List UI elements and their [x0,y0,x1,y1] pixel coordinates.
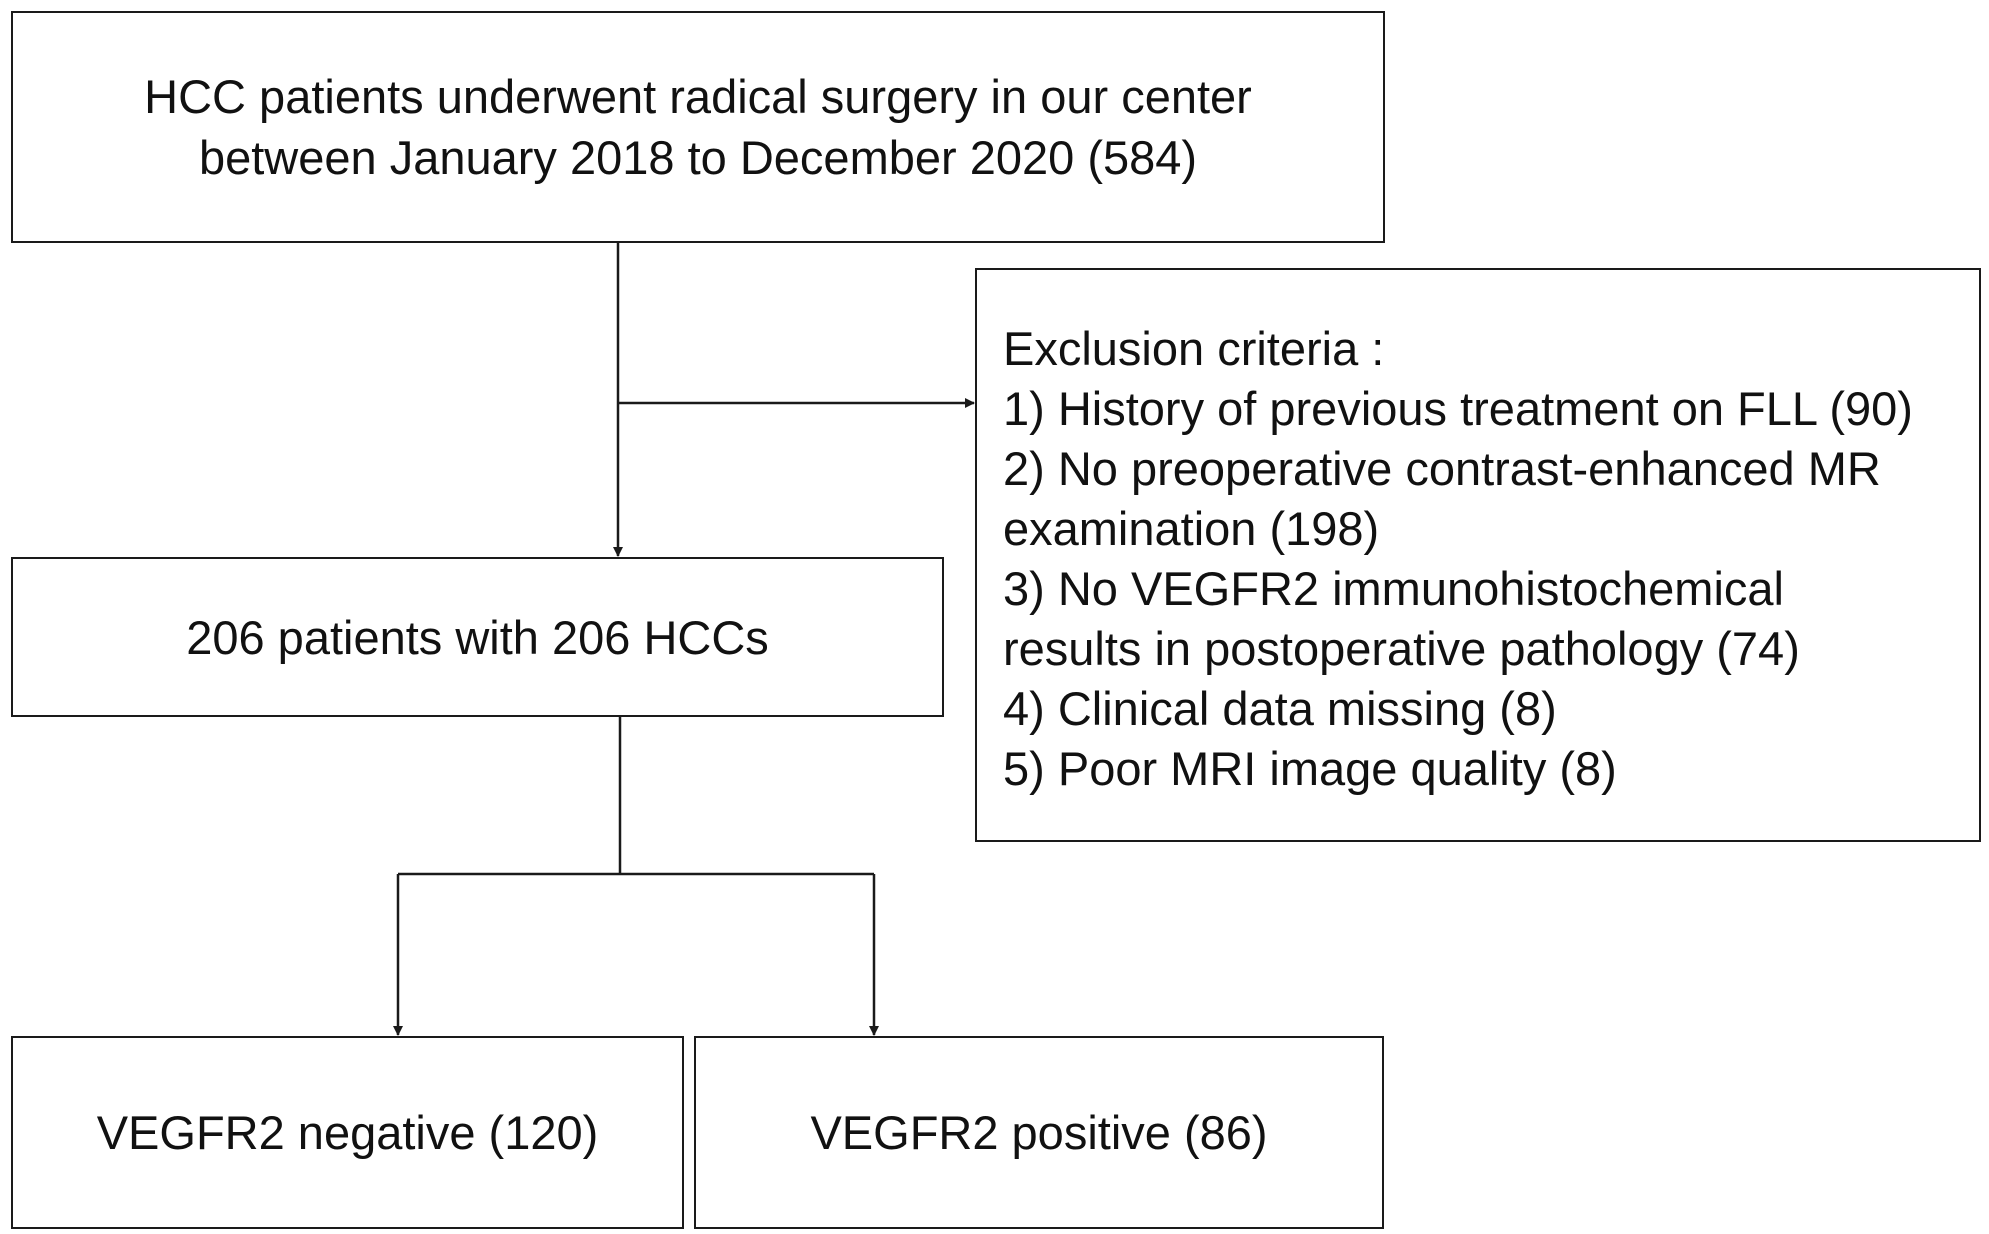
exclusion-heading: Exclusion criteria : [1003,322,1385,375]
vegfr2-negative-label: VEGFR2 negative (120) [96,1106,599,1159]
exclusion-line-1: 1) History of previous treatment on FLL … [1003,382,1913,435]
vegfr2-positive-label: VEGFR2 positive (86) [810,1106,1268,1159]
enrollment-line-1: HCC patients underwent radical surgery i… [144,70,1252,123]
exclusion-line-7: 5) Poor MRI image quality (8) [1003,742,1617,795]
exclusion-line-6: 4) Clinical data missing (8) [1003,682,1557,735]
vegfr2-negative-box: VEGFR2 negative (120) [11,1036,684,1229]
exclusion-line-3: examination (198) [1003,502,1380,555]
exclusion-line-2: 2) No preoperative contrast-enhanced MR [1003,442,1881,495]
cohort-box: 206 patients with 206 HCCs [11,557,944,717]
exclusion-criteria-box: Exclusion criteria : 1) History of previ… [975,268,1981,842]
enrollment-box: HCC patients underwent radical surgery i… [11,11,1385,243]
cohort-label: 206 patients with 206 HCCs [186,610,769,664]
exclusion-line-5: results in postoperative pathology (74) [1003,622,1800,675]
enrollment-line-2: between January 2018 to December 2020 (5… [198,131,1198,184]
vegfr2-positive-box: VEGFR2 positive (86) [694,1036,1384,1229]
exclusion-line-4: 3) No VEGFR2 immunohistochemical [1003,562,1784,615]
